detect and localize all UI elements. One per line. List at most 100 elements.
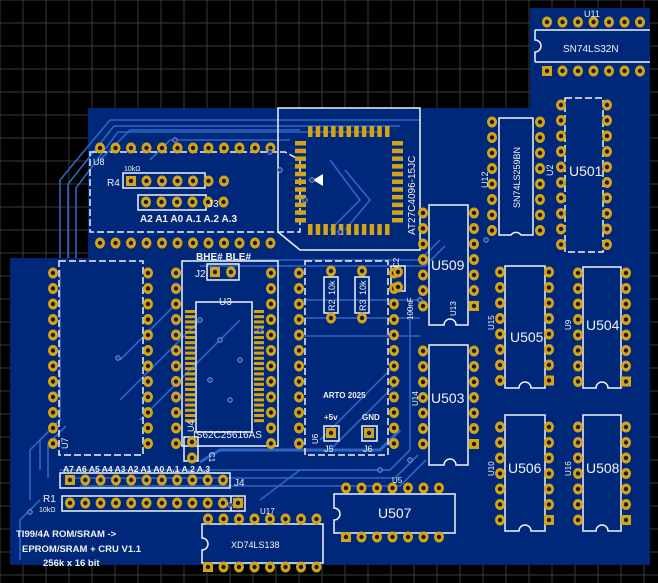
via	[217, 337, 223, 343]
via	[483, 237, 489, 243]
drill-hole	[560, 68, 565, 74]
drill-hole	[537, 197, 543, 202]
drill-hole	[497, 331, 503, 337]
u9-ref: U9	[564, 319, 573, 330]
smd-pad	[185, 367, 195, 371]
drill-hole	[420, 426, 426, 431]
drill-hole	[296, 379, 302, 384]
drill-hole	[420, 379, 426, 385]
smd-pad	[295, 187, 306, 192]
drill-hole	[604, 226, 610, 232]
drill-hole	[314, 516, 319, 522]
drill-hole	[604, 211, 610, 216]
drill-hole	[145, 286, 151, 291]
drill-hole	[395, 284, 401, 290]
smd-pad	[185, 320, 195, 324]
drill-hole	[537, 181, 543, 187]
drill-hole	[173, 332, 179, 338]
drill-hole	[268, 379, 274, 384]
r3-label: R3	[358, 299, 368, 311]
drill-hole	[497, 440, 503, 445]
drill-hole	[421, 534, 426, 540]
smd-pad	[392, 141, 403, 146]
drill-hole	[98, 500, 103, 506]
smd-pad	[254, 310, 264, 313]
drill-hole	[235, 500, 241, 506]
drill-hole	[328, 315, 334, 321]
drill-hole	[497, 424, 503, 430]
drill-hole	[471, 241, 477, 247]
drill-hole	[604, 102, 610, 108]
u2-ref: U2	[545, 164, 555, 176]
drill-hole	[343, 534, 349, 540]
drill-hole	[623, 471, 629, 476]
drill-hole	[189, 455, 195, 461]
drill-hole	[497, 455, 503, 461]
drill-hole	[144, 178, 149, 184]
drill-hole	[604, 242, 610, 247]
drill-hole	[144, 477, 149, 483]
drill-hole	[221, 199, 226, 205]
drill-hole	[359, 534, 364, 540]
drill-hole	[497, 300, 503, 306]
smd-pad	[185, 356, 195, 360]
drill-hole	[471, 288, 477, 293]
drill-hole	[489, 197, 495, 202]
smd-pad	[369, 224, 375, 235]
via	[302, 197, 308, 203]
drill-hole	[173, 394, 179, 400]
smd-pad	[254, 408, 264, 412]
drill-hole	[546, 300, 552, 306]
drill-hole	[436, 534, 442, 540]
drill-hole	[622, 68, 627, 74]
drill-hole	[575, 286, 581, 291]
drill-hole	[637, 68, 643, 74]
drill-hole	[173, 410, 179, 415]
via	[197, 317, 203, 323]
drill-hole	[268, 240, 273, 246]
smd-pad	[385, 224, 390, 235]
via	[257, 327, 263, 333]
drill-hole	[546, 316, 552, 321]
drill-hole	[129, 477, 134, 483]
drill-hole	[283, 516, 288, 522]
via	[417, 297, 423, 303]
smd-pad	[315, 126, 321, 137]
j3-ref: J3	[208, 199, 219, 210]
smd-pad	[392, 179, 403, 184]
drill-hole	[604, 133, 610, 139]
via	[115, 355, 121, 361]
smd-pad	[392, 202, 403, 208]
drill-hole	[173, 270, 179, 276]
drill-hole	[113, 500, 119, 506]
drill-hole	[298, 516, 304, 522]
smd-pad	[295, 141, 306, 146]
drill-hole	[314, 564, 319, 570]
u15-value: U505	[510, 329, 544, 345]
smd-pad	[185, 336, 195, 339]
drill-hole	[575, 455, 581, 461]
drill-hole	[489, 119, 495, 125]
smd-pad	[361, 126, 367, 137]
smd-pad	[331, 224, 336, 235]
u3-ref: U3	[219, 297, 232, 308]
u14-ref: U14	[411, 391, 420, 406]
drill-hole	[296, 394, 302, 400]
drill-hole	[252, 564, 257, 570]
smd-pad	[254, 393, 264, 397]
drill-hole	[145, 379, 151, 384]
drill-hole	[173, 348, 179, 353]
via	[267, 149, 273, 155]
drill-hole	[471, 348, 477, 354]
drill-hole	[374, 534, 380, 540]
drill-hole	[604, 149, 610, 154]
drill-hole	[175, 178, 180, 184]
drill-hole	[544, 19, 550, 25]
drill-hole	[173, 317, 179, 322]
drill-hole	[471, 226, 477, 231]
drill-hole	[391, 301, 397, 307]
drill-hole	[622, 19, 627, 25]
drill-hole	[205, 199, 211, 205]
smd-pad	[254, 403, 264, 407]
